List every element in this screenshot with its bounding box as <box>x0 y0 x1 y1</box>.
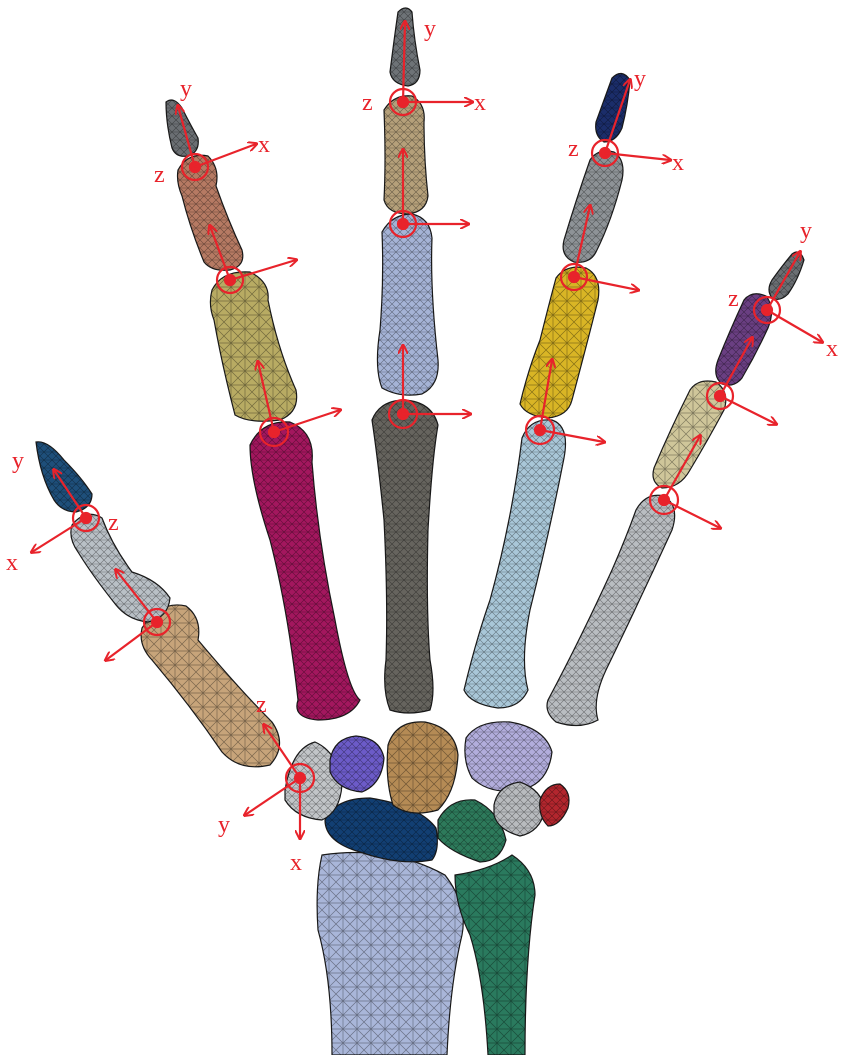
index-middle-phalanx <box>176 154 244 271</box>
middle-mcp-joint-marker <box>387 346 470 430</box>
thumb-ip-joint-marker <box>32 470 101 552</box>
axis-label-z: z <box>362 90 373 116</box>
axis-label-y: y <box>424 16 436 42</box>
index-dip-joint-marker <box>178 106 256 182</box>
index-metacarpal <box>249 421 361 721</box>
axis-label-z: z <box>568 136 579 162</box>
axis-label-x: x <box>6 550 18 576</box>
axis-label-z: z <box>154 162 165 188</box>
ulna <box>454 854 536 1055</box>
axis-label-x: x <box>290 850 302 876</box>
axis-label-y: y <box>12 448 24 474</box>
thumb-metacarpal <box>140 604 281 768</box>
triquetrum <box>493 781 546 837</box>
thumb-mcp-joint-marker <box>106 570 172 660</box>
little-metacarpal <box>546 494 676 727</box>
ring-proximal-phalanx <box>519 266 600 419</box>
radius <box>316 851 464 1055</box>
axis-label-y: y <box>218 812 230 838</box>
ring-metacarpal <box>463 419 567 709</box>
axis-label-x: x <box>672 150 684 176</box>
middle-middle-phalanx <box>383 95 429 215</box>
ring-mcp-joint-marker <box>524 360 604 444</box>
index-pip-joint-marker <box>210 226 296 295</box>
scaphoid <box>324 797 438 863</box>
axis-label-z: z <box>256 692 267 718</box>
axis-labels: y z x z y x y x z y x z y x z y z x <box>6 16 838 876</box>
index-distal-phalanx <box>165 99 199 157</box>
little-dip-joint-marker <box>752 252 822 342</box>
axis-label-y: y <box>180 76 192 102</box>
axis-label-z: z <box>108 510 119 536</box>
little-mcp-joint-marker <box>648 436 720 528</box>
middle-pip-joint-marker <box>388 150 468 239</box>
little-pip-joint-marker <box>705 338 776 424</box>
axis-label-z: z <box>728 286 739 312</box>
axis-label-x: x <box>474 90 486 116</box>
joint-axes <box>32 22 822 838</box>
lunate <box>437 799 507 863</box>
axis-label-x: x <box>826 336 838 362</box>
axis-label-y: y <box>800 218 812 244</box>
ring-middle-phalanx <box>562 150 624 263</box>
thumb-cmc-joint-marker <box>245 725 316 838</box>
axis-label-y: y <box>634 66 646 92</box>
index-mcp-joint-marker <box>258 362 340 448</box>
hamate <box>464 721 553 792</box>
capitate <box>386 721 459 814</box>
pisiform <box>539 783 570 827</box>
axis-label-x: x <box>258 132 270 158</box>
middle-proximal-phalanx <box>376 213 439 396</box>
ring-pip-joint-marker <box>559 206 638 290</box>
index-proximal-phalanx <box>209 271 298 422</box>
middle-metacarpal <box>371 399 439 714</box>
thumb-distal-phalanx <box>35 441 93 513</box>
middle-dip-joint-marker <box>388 22 472 117</box>
trapezoid <box>329 735 385 793</box>
ring-dip-joint-marker <box>590 80 670 168</box>
little-proximal-phalanx <box>652 380 727 489</box>
